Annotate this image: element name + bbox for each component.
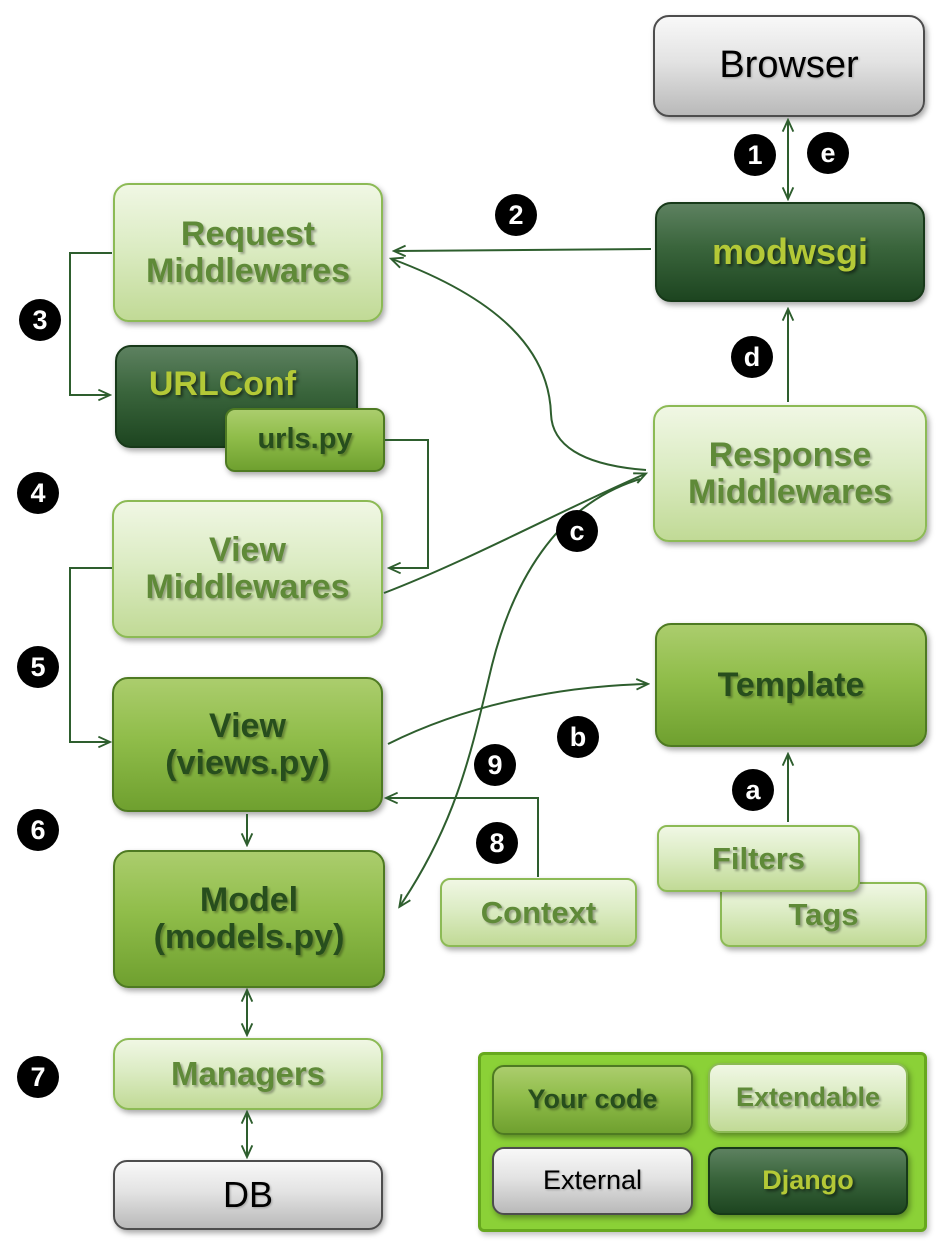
legend-swatch-extendable: Extendable [708,1063,908,1133]
node-request-middlewares: Request Middlewares [113,183,383,322]
curve-to-request-middlewares [392,259,647,471]
curve-to-response-middlewares [383,474,645,594]
badge-step-5: 5 [17,646,59,688]
curve-to-model [400,478,641,906]
badge-step-1: 1 [734,134,776,176]
node-context: Context [440,878,637,947]
node-managers: Managers [113,1038,383,1110]
badge-step-b: b [557,716,599,758]
node-view-middlewares: View Middlewares [112,500,383,638]
badge-step-2: 2 [495,194,537,236]
node-modwsgi: modwsgi [655,202,925,302]
arrow-modwsgi-to-request-middlewares [395,249,652,251]
legend-swatch-external: External [492,1147,693,1215]
badge-step-4: 4 [17,472,59,514]
badge-step-9: 9 [474,744,516,786]
badge-step-8: 8 [476,822,518,864]
badge-step-a: a [732,769,774,811]
badge-step-d: d [731,336,773,378]
node-filters: Filters [657,825,860,892]
curve-view-to-template [387,684,647,745]
node-db: DB [113,1160,383,1230]
legend-swatch-your-code: Your code [492,1065,693,1135]
node-response-middlewares: Response Middlewares [653,405,927,542]
badge-step-e: e [807,132,849,174]
node-tags: Tags [720,882,927,947]
arrow-urls-py-to-view-middlewares [385,439,429,568]
badge-step-3: 3 [19,299,61,341]
badge-step-6: 6 [17,809,59,851]
legend-swatch-django: Django [708,1147,908,1215]
node-urls-py: urls.py [225,408,385,472]
node-template: Template [655,623,927,747]
badge-step-c: c [556,510,598,552]
arrow-request-middlewares-to-urlconf [69,252,112,395]
node-browser: Browser [653,15,925,117]
node-model: Model (models.py) [113,850,385,988]
badge-step-7: 7 [17,1056,59,1098]
arrow-view-middlewares-to-view [69,567,112,742]
node-view: View (views.py) [112,677,383,812]
